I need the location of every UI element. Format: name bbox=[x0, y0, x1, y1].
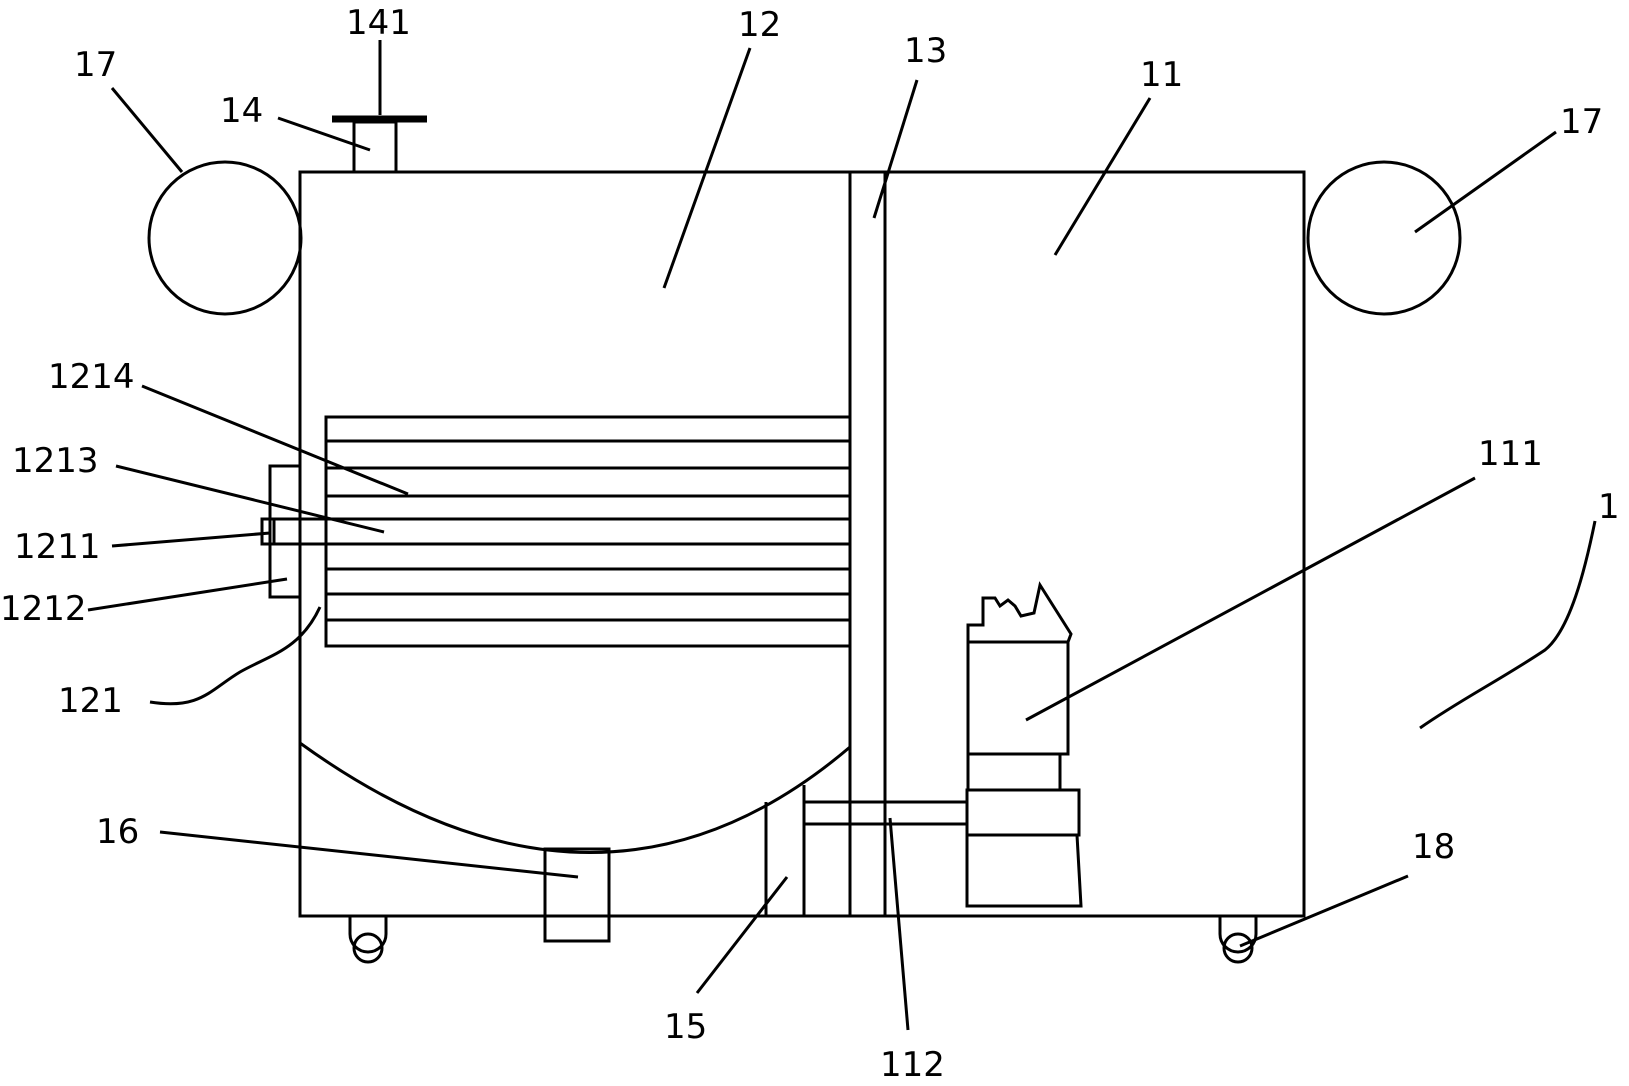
label-12: 12 bbox=[738, 5, 781, 45]
leader-16 bbox=[159, 830, 579, 879]
label-17-right: 17 bbox=[1560, 102, 1603, 142]
leader-17-right bbox=[1414, 130, 1557, 234]
label-112: 112 bbox=[880, 1045, 945, 1085]
label-111: 111 bbox=[1478, 434, 1543, 474]
label-1211: 1211 bbox=[14, 527, 101, 567]
gearbox-upper bbox=[965, 788, 1081, 837]
motor-body bbox=[966, 640, 1070, 756]
leader-1212 bbox=[87, 577, 288, 612]
label-141: 141 bbox=[346, 3, 411, 43]
leader-17-left bbox=[110, 87, 184, 173]
header-box bbox=[268, 464, 302, 599]
leader-1213 bbox=[115, 464, 385, 534]
drain-outlet bbox=[543, 847, 611, 943]
motor-top-bracket bbox=[966, 581, 1073, 644]
label-1: 1 bbox=[1598, 487, 1620, 527]
leader-13 bbox=[872, 79, 919, 219]
gearbox-lower bbox=[965, 833, 1083, 908]
leader-112 bbox=[888, 817, 910, 1031]
motor-neck bbox=[966, 752, 1062, 792]
leader-12 bbox=[662, 47, 752, 289]
label-1212: 1212 bbox=[0, 589, 87, 629]
heat-exchanger-tubes bbox=[324, 415, 852, 648]
tank-bottom-curve bbox=[299, 741, 851, 854]
leader-1214 bbox=[141, 384, 409, 496]
tube-bundle-frame bbox=[324, 415, 852, 648]
leader-111 bbox=[1025, 476, 1476, 722]
label-1214: 1214 bbox=[48, 357, 135, 397]
motor-assembly bbox=[965, 581, 1083, 908]
leader-1 bbox=[1419, 520, 1597, 730]
leader-121 bbox=[149, 606, 322, 706]
leader-11 bbox=[1053, 97, 1152, 256]
label-15: 15 bbox=[664, 1007, 707, 1047]
label-16: 16 bbox=[96, 812, 139, 852]
label-17-left: 17 bbox=[74, 45, 117, 85]
inlet-stub bbox=[260, 517, 276, 546]
label-121: 121 bbox=[58, 681, 123, 721]
label-11: 11 bbox=[1140, 55, 1183, 95]
leader-lines bbox=[87, 47, 1597, 1031]
leader-15 bbox=[695, 876, 789, 994]
wheel-right bbox=[1218, 916, 1258, 964]
leader-18 bbox=[1239, 874, 1409, 948]
label-1213: 1213 bbox=[12, 441, 99, 481]
roller-right bbox=[1306, 160, 1462, 316]
reference-labels: 17 141 14 12 13 11 17 1214 1213 1211 121… bbox=[0, 3, 1620, 1085]
label-14: 14 bbox=[220, 91, 263, 131]
label-13: 13 bbox=[904, 31, 947, 71]
wheel-left bbox=[348, 916, 388, 964]
leader-14 bbox=[277, 116, 371, 152]
roller-left bbox=[147, 160, 303, 316]
label-18: 18 bbox=[1412, 827, 1455, 867]
leader-1211 bbox=[111, 531, 271, 548]
